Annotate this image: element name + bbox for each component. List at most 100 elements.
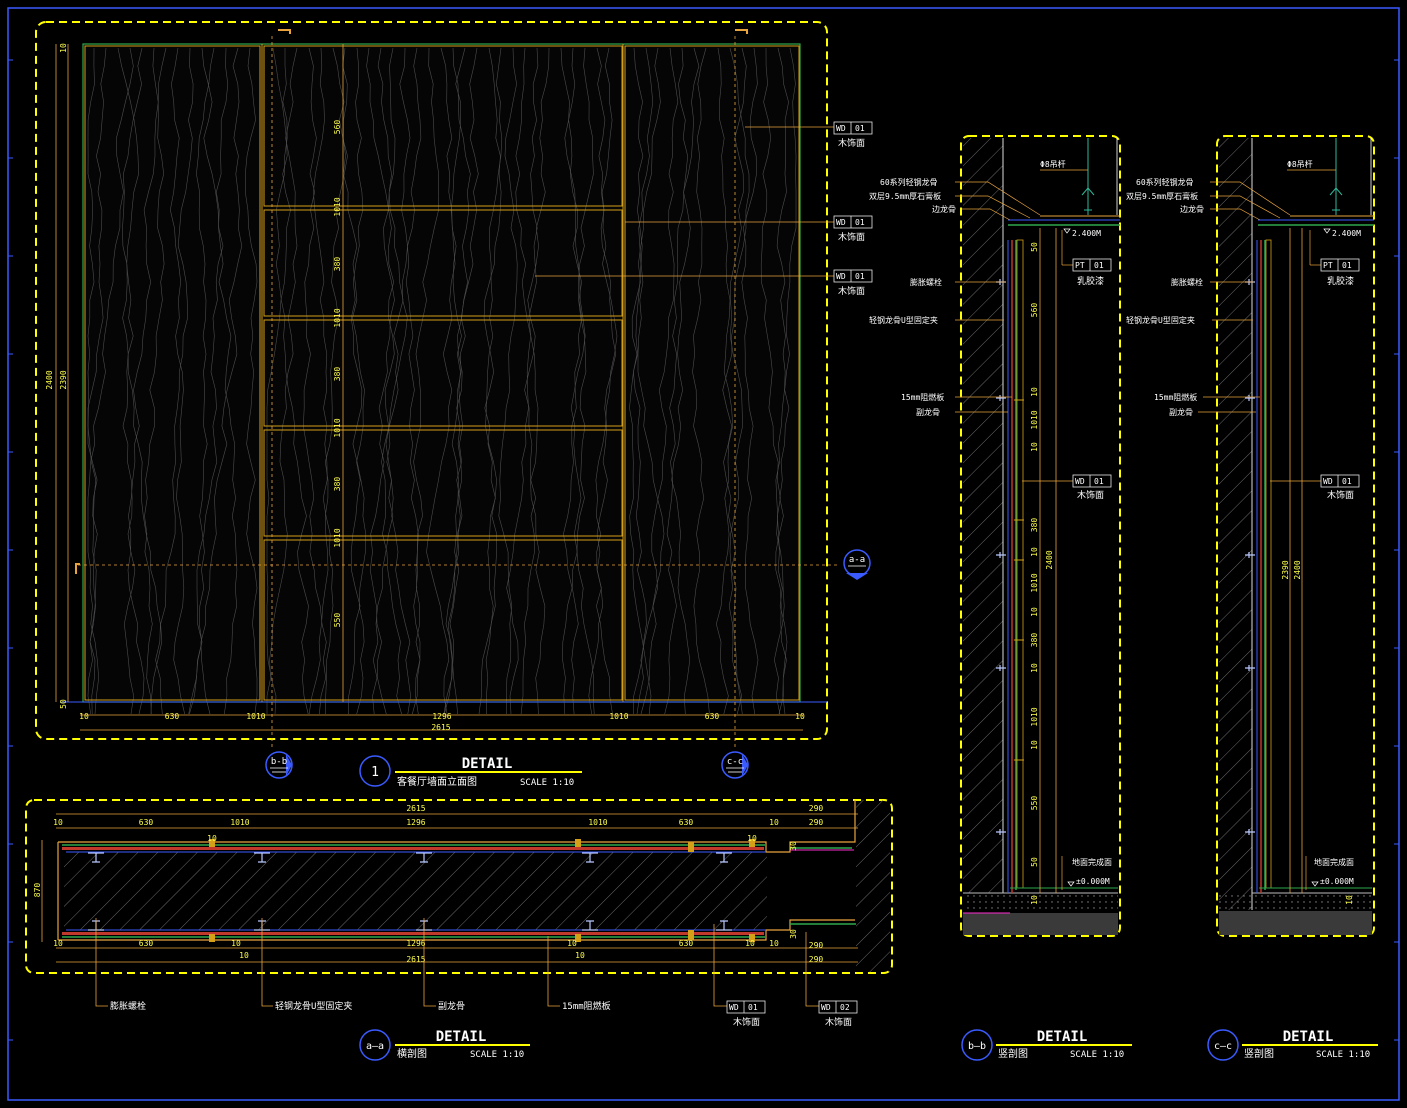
clip-icon [996,665,1006,671]
clip-icon [996,552,1006,558]
grain-line [122,47,163,715]
svg-text:竖剖图: 竖剖图 [998,1047,1028,1060]
dim-text: 380 [333,257,342,272]
frame-ticks [8,59,1399,1041]
bolt-icon [582,852,598,863]
svg-text:客餐厅墙面立面图: 客餐厅墙面立面图 [397,775,477,788]
dim-text: 380 [333,367,342,382]
plan-title-block: a—a DETAIL 横剖图 SCALE 1:10 [359,1029,530,1061]
dim-text: 10 [1030,607,1039,617]
grain-line [692,47,710,715]
dim-text: 2390 [59,370,68,389]
clip-icon [209,839,215,847]
clip-icon [575,934,581,942]
hanger-clip [1329,187,1343,211]
svg-text:b—b: b—b [968,1041,986,1052]
grain-line [266,47,291,715]
grain-line [498,47,518,715]
grain-line [275,48,309,715]
svg-text:乳胶漆: 乳胶漆 [1077,275,1104,287]
wall-hatch [1219,138,1252,910]
svg-text:SCALE 1:10: SCALE 1:10 [1316,1050,1370,1060]
dim-text: 1010 [333,528,342,547]
svg-text:PT: PT [1075,261,1085,270]
svg-text:WD: WD [1075,477,1085,486]
dim-text: 10 [1030,547,1039,557]
svg-text:DETAIL: DETAIL [462,756,513,772]
clip-icon [575,839,581,847]
grain-line [399,47,421,715]
dim-text: 290 [809,955,824,964]
svg-text:副龙骨: 副龙骨 [438,1000,465,1012]
dim-text: 1010 [246,712,265,721]
clip-icon [749,839,755,847]
grain-line [266,47,298,714]
dim-text: 1010 [1030,410,1039,429]
svg-text:15mm阻燃板: 15mm阻燃板 [901,392,944,402]
dim-text: 50 [59,699,68,709]
floor-base [963,913,1118,935]
svg-text:PT: PT [1323,261,1333,270]
dim-text: 1296 [432,712,451,721]
svg-text:WD: WD [1323,477,1333,486]
cc-title-block: c—c DETAIL 竖剖图 SCALE 1:10 [1207,1029,1378,1061]
wood-finish-panel [1265,239,1272,889]
dim-text: 10 [567,939,577,948]
svg-text:竖剖图: 竖剖图 [1244,1047,1274,1060]
red-board [62,932,764,935]
dim-text: 290 [809,818,824,827]
svg-text:木饰面: 木饰面 [838,231,865,243]
level-mark [1067,881,1075,887]
dim-text: 1010 [609,712,628,721]
dim-text: 10 [747,834,757,843]
grain-line [760,47,788,715]
svg-text:木饰面: 木饰面 [733,1016,760,1028]
floor-slab [963,893,1118,913]
level-mark [1311,881,1319,887]
dim-text: 1010 [333,308,342,327]
dim-text: 630 [679,818,694,827]
dim-text: 1010 [1030,707,1039,726]
panel-middle-top [263,45,623,207]
grain-line [87,47,134,715]
svg-text:1: 1 [371,765,379,780]
dim-text: 630 [139,818,154,827]
dim-text: 2400 [45,370,54,389]
svg-text:木饰面: 木饰面 [1327,489,1354,501]
svg-text:60系列轻钢龙骨: 60系列轻钢龙骨 [1136,177,1194,187]
dim-text: 10 [795,712,805,721]
dim-text: 2400 [1293,560,1302,579]
svg-text:膨胀螺栓: 膨胀螺栓 [910,277,942,287]
dim-text: 10 [53,939,63,948]
grain-line [189,47,215,715]
panel-joints [1014,399,1024,761]
dim-text: 560 [333,120,342,135]
svg-text:01: 01 [855,272,865,281]
dim-text: 290 [809,941,824,950]
clip-icon [1245,829,1255,835]
material-tag-2: WD 01 木饰面 [625,215,873,243]
svg-text:木饰面: 木饰面 [1077,489,1104,501]
dim-text: 1010 [230,818,249,827]
grain-line [302,47,327,715]
hanger-label: Φ8吊杆 [1287,159,1313,169]
clip-icon [1245,665,1255,671]
clip-icon [749,934,755,942]
grain-line [381,47,422,715]
bolt-icon [716,852,732,863]
wood-finish-panel [1016,239,1024,889]
grain-line [313,47,334,715]
svg-text:01: 01 [1342,261,1352,270]
grain-line [350,47,367,715]
bolt-icon [254,852,270,863]
wood-grain [87,47,797,715]
cc-left-labels: 60系列轻钢龙骨 双层9.5mm厚石膏板 边龙骨 膨胀螺栓 轻钢龙骨U型固定夹 … [1126,177,1291,417]
bb-title-block: b—b DETAIL 竖剖图 SCALE 1:10 [961,1029,1132,1061]
grain-line [188,47,224,715]
dim-text: 1296 [406,818,425,827]
dim-text: 380 [333,477,342,492]
cc-tag-pt01: PT 01 乳胶漆 [1309,230,1360,287]
panel-middle-4 [263,429,623,537]
